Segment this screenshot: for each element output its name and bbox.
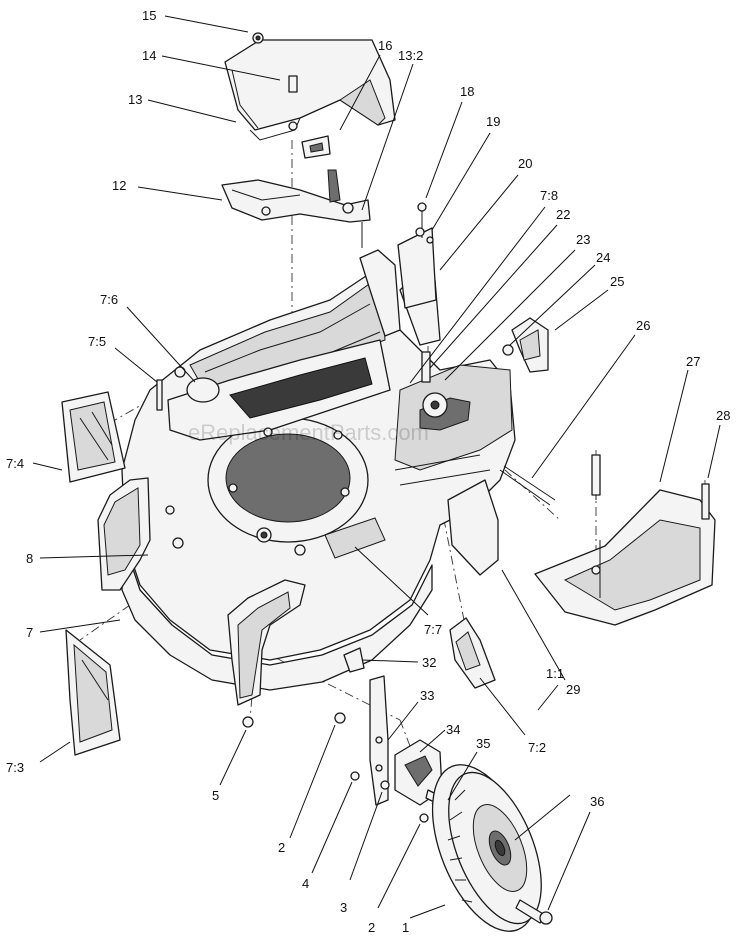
callout-29: 29 <box>566 682 580 697</box>
callout-28: 28 <box>716 408 730 423</box>
callout-7-5: 7:5 <box>88 334 106 349</box>
callout-35: 35 <box>476 736 490 751</box>
wheel <box>431 764 553 932</box>
callout-4: 4 <box>302 876 309 891</box>
callout-22: 22 <box>556 207 570 222</box>
callout-labels: 15 14 16 13:2 13 18 19 20 7:8 22 23 24 2… <box>6 8 730 935</box>
callout-12: 12 <box>112 178 126 193</box>
height-adjust-assembly <box>242 647 449 823</box>
callout-14: 14 <box>142 48 156 63</box>
rear-guard <box>534 454 716 626</box>
side-emblem-lower <box>65 629 121 756</box>
callout-7-7: 7:7 <box>424 622 442 637</box>
callout-23: 23 <box>576 232 590 247</box>
watermark-text: eReplacementParts.com <box>188 420 429 445</box>
callout-18: 18 <box>460 84 474 99</box>
callout-5: 5 <box>212 788 219 803</box>
leader-lines <box>32 15 721 919</box>
callout-1: 1 <box>402 920 409 935</box>
callout-27: 27 <box>686 354 700 369</box>
callout-25: 25 <box>610 274 624 289</box>
callout-32: 32 <box>422 655 436 670</box>
callout-16: 16 <box>378 38 392 53</box>
side-emblem-upper <box>61 391 126 483</box>
callout-3: 3 <box>340 900 347 915</box>
callout-24: 24 <box>596 250 610 265</box>
control-bracket <box>397 202 437 309</box>
callout-7-6: 7:6 <box>100 292 118 307</box>
rear-baffle <box>447 479 499 689</box>
callout-7-8: 7:8 <box>540 188 558 203</box>
callout-20: 20 <box>518 156 532 171</box>
callout-2-right: 2 <box>368 920 375 935</box>
callout-13: 13 <box>128 92 142 107</box>
adjuster-rod <box>499 465 556 506</box>
hinge-bracket <box>301 135 331 159</box>
callout-15: 15 <box>142 8 156 23</box>
cable-bracket <box>502 317 549 373</box>
spacer <box>421 351 431 383</box>
callout-7-2: 7:2 <box>528 740 546 755</box>
rear-discharge-cover <box>224 32 396 141</box>
callout-19: 19 <box>486 114 500 129</box>
callout-34: 34 <box>446 722 460 737</box>
callout-7-4: 7:4 <box>6 456 24 471</box>
rear-door-bracket <box>221 169 371 248</box>
callout-1-1: 1:1 <box>546 666 564 681</box>
callout-36: 36 <box>590 794 604 809</box>
fasteners <box>156 227 425 411</box>
callout-33: 33 <box>420 688 434 703</box>
callout-7-3: 7:3 <box>6 760 24 775</box>
callout-7: 7 <box>26 625 33 640</box>
callout-26: 26 <box>636 318 650 333</box>
callout-13-2: 13:2 <box>398 48 423 63</box>
callout-8: 8 <box>26 551 33 566</box>
callout-2-left: 2 <box>278 840 285 855</box>
